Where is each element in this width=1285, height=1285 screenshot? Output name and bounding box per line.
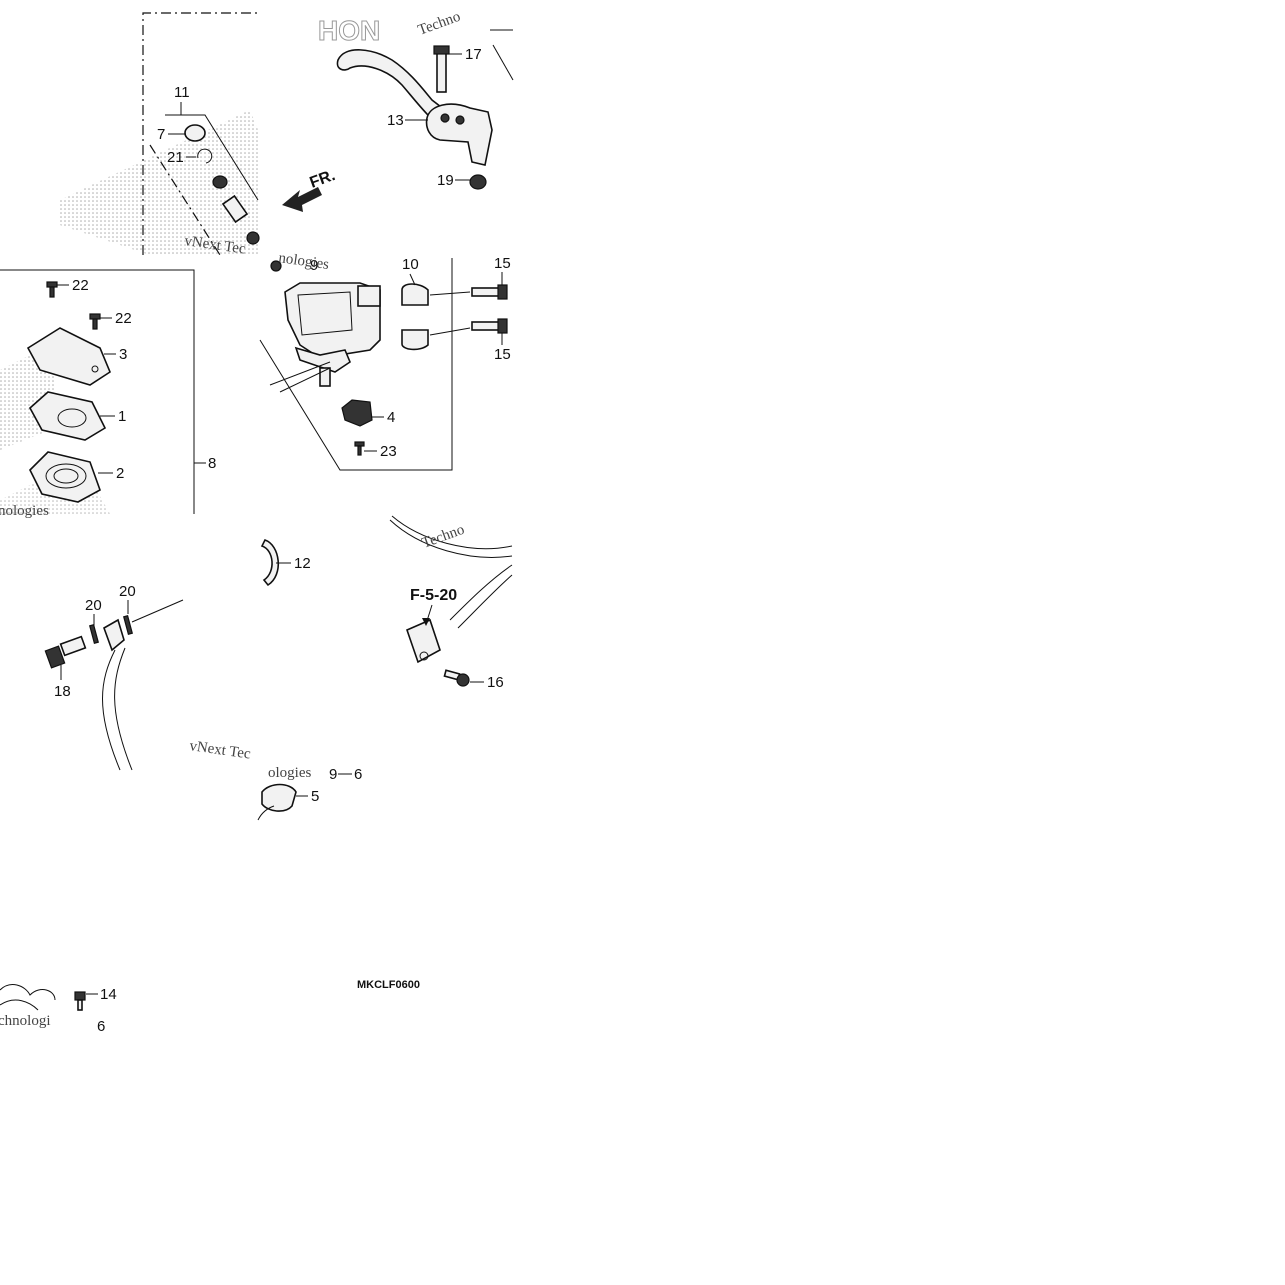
washer-part [212,175,228,189]
screw-part [89,313,101,330]
watermark-text: chnologi [0,1013,51,1029]
callout-5: 5 [311,788,319,805]
grommet-part [261,783,297,812]
callout-9: 9 [329,766,337,783]
callout-2: 2 [116,465,124,482]
callout-8: 8 [208,455,216,472]
front-arrow-label: FR. [308,167,338,192]
callout-13: 13 [387,112,404,129]
callout-4: 4 [387,409,395,426]
dust-seal-part [184,124,206,142]
callout-12: 12 [294,555,311,572]
callout-22: 22 [115,310,132,327]
callout-20: 20 [85,597,102,614]
tile-strip-middle: 5 9 6 ologies [257,765,362,821]
oil-bolt-part [44,635,87,669]
tile-middle-right: 9 10 15 15 4 23 nologies [259,250,511,471]
tile-bottom-fragment: 14 6 chnologi MKCLF0600 [0,979,420,1035]
watermark-text: Techno [416,9,463,39]
brake-hose-part [389,515,513,558]
callout-23: 23 [380,443,397,460]
brake-switch-part [341,399,373,427]
nut-part [469,174,487,190]
reference-label: F-5-20 [410,587,457,604]
brand-watermark: HON [318,15,380,46]
callout-22: 22 [72,277,89,294]
callout-20: 20 [119,583,136,600]
hose-clamp-part [260,539,280,587]
callout-6: 6 [97,1018,105,1035]
tile-middle-left: 22 22 3 1 2 8 nologies [0,269,216,519]
callout-17: 17 [465,46,482,63]
dashed-outline [259,258,453,471]
bolt-part [443,669,470,687]
sealing-washer-part [123,615,133,635]
callout-14: 14 [100,986,117,1003]
watermark-text: ologies [268,765,311,781]
callout-1: 1 [118,408,126,425]
callout-6: 6 [354,766,362,783]
watermark-text: nologies [277,250,330,273]
tile-top-left: 11 7 21 vNext Tec [60,12,260,258]
front-arrow-icon [282,187,322,212]
screw-part [46,281,58,298]
tile-top-right: HON Techno FR. 17 13 19 [282,9,514,212]
callout-9: 9 [310,257,318,274]
pivot-bolt-part [436,49,447,93]
watermark-text: nologies [0,503,49,519]
dotted-background [60,110,258,255]
piston-part [221,194,249,224]
callout-15: 15 [494,346,511,363]
holder-part [401,329,429,351]
spring-part [246,231,260,245]
callout-16: 16 [487,674,504,691]
holder-part [401,283,429,306]
callout-3: 3 [119,346,127,363]
sealing-washer-part [89,624,99,644]
brake-hose-part [102,647,133,771]
watermark-text: Techno [420,522,467,552]
tile-bottom-left: 20 20 18 vNext Tec [44,583,252,771]
hose-joint-part [406,618,441,664]
circlip-part [197,148,213,164]
dashed-outline [0,269,195,514]
bolt-part [471,318,508,334]
master-cylinder-body-part [284,282,381,359]
bolt-part [74,991,86,1011]
bracket-11 [165,114,259,201]
callout-18: 18 [54,683,71,700]
screw-part [354,441,365,456]
dashed-outline [142,12,258,255]
tile-bottom-right: F-5-20 12 16 Techno [260,515,513,691]
lever-holder-part [425,103,493,166]
watermark-text: vNext Tec [188,738,252,762]
callout-21: 21 [167,149,184,166]
callout-7: 7 [157,126,165,143]
brake-hose-part [449,564,513,629]
callout-11: 11 [174,84,190,101]
dashed-outline [149,144,221,256]
hose-fitting-part [103,618,125,652]
callout-19: 19 [437,172,454,189]
diagram-code: MKCLF0600 [357,979,420,991]
bolt-part [471,284,508,300]
diaphragm-part [29,451,101,503]
reservoir-cap-part [26,327,111,386]
callout-15: 15 [494,255,511,272]
master-cylinder-lower-part [294,346,351,373]
diaphragm-plate-part [28,391,107,441]
callout-10: 10 [402,256,419,273]
